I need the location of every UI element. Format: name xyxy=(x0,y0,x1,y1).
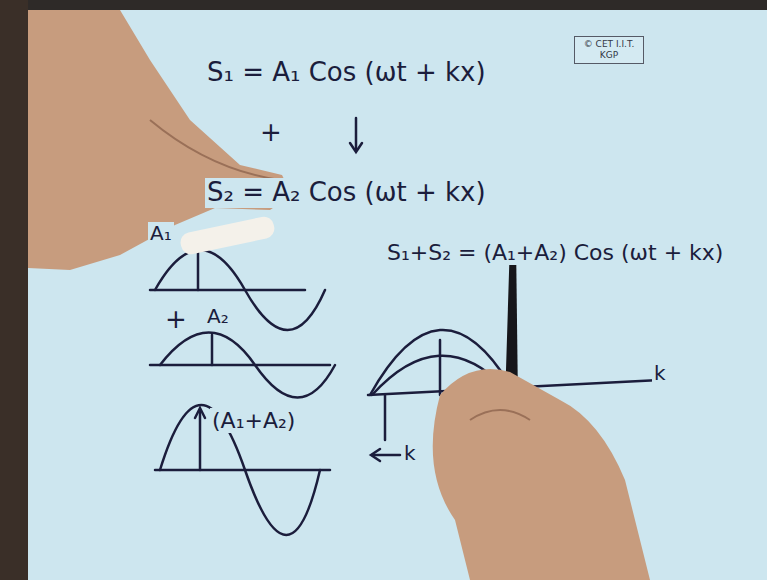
wave-sketch xyxy=(155,405,330,535)
plus-sign: + xyxy=(258,118,284,148)
equation: S₂ = A₂ Cos (ωt + kx) xyxy=(205,178,488,208)
wave-sketch xyxy=(150,333,335,398)
paper xyxy=(28,10,767,580)
amplitude-label: A₂ xyxy=(205,305,231,328)
frame-edge xyxy=(0,0,767,10)
stamp-box: © CET I.I.T. KGP xyxy=(574,36,644,64)
axis-label: k xyxy=(402,442,418,465)
axis-label: k xyxy=(652,362,668,385)
amplitude-label: (A₁+A₂) xyxy=(210,408,297,433)
stamp-text: © CET I.I.T. KGP xyxy=(579,39,639,61)
plus-sign: + xyxy=(163,305,189,335)
amplitude-label: A₁ xyxy=(148,222,174,245)
lecturer-hand xyxy=(433,369,650,580)
equation: S₁+S₂ = (A₁+A₂) Cos (ωt + kx) xyxy=(385,240,725,265)
frame-edge xyxy=(0,0,28,580)
lecturer-hand xyxy=(28,10,292,270)
down-arrow xyxy=(350,118,362,152)
equation: S₁ = A₁ Cos (ωt + kx) xyxy=(205,58,488,88)
